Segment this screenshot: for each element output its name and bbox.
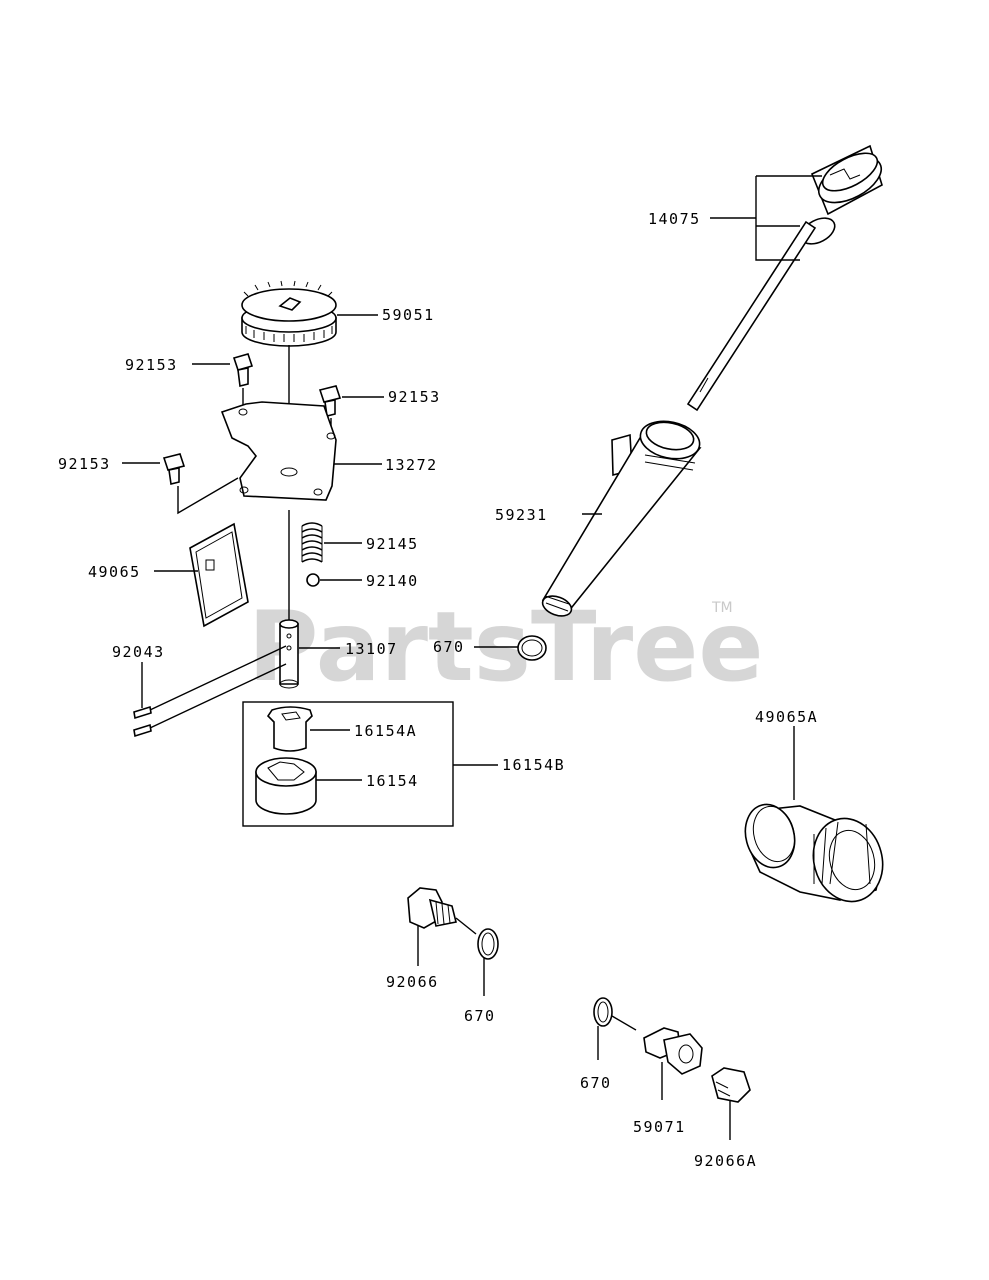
shaft-icon[interactable] bbox=[279, 619, 299, 689]
watermark-trademark: TM bbox=[711, 600, 733, 616]
label-16154B[interactable]: 16154B bbox=[502, 756, 565, 774]
label-14075[interactable]: 14075 bbox=[648, 210, 701, 228]
ball-icon[interactable] bbox=[306, 573, 320, 587]
fitting-icon[interactable] bbox=[643, 1027, 703, 1075]
label-670-bottom[interactable]: 670 bbox=[580, 1074, 612, 1092]
kit-box bbox=[242, 701, 454, 827]
plug-icon[interactable] bbox=[711, 1067, 751, 1103]
bolt-icon[interactable] bbox=[162, 453, 186, 485]
label-670-top[interactable]: 670 bbox=[433, 638, 465, 656]
label-59051[interactable]: 59051 bbox=[382, 306, 435, 324]
cover-plate-icon[interactable] bbox=[220, 401, 337, 501]
gasket-icon[interactable] bbox=[189, 522, 249, 628]
oil-filter-icon[interactable] bbox=[739, 799, 892, 909]
label-49065[interactable]: 49065 bbox=[88, 563, 141, 581]
label-92153-a[interactable]: 92153 bbox=[125, 356, 178, 374]
o-ring-icon[interactable] bbox=[477, 928, 499, 960]
dipstick-tube-icon[interactable] bbox=[540, 416, 703, 619]
label-670-middle[interactable]: 670 bbox=[464, 1007, 496, 1025]
label-92140[interactable]: 92140 bbox=[366, 572, 419, 590]
label-92145[interactable]: 92145 bbox=[366, 535, 419, 553]
label-92153-c[interactable]: 92153 bbox=[58, 455, 111, 473]
label-59071[interactable]: 59071 bbox=[633, 1118, 686, 1136]
label-13107[interactable]: 13107 bbox=[345, 640, 398, 658]
label-16154A[interactable]: 16154A bbox=[354, 722, 417, 740]
bolt-icon[interactable] bbox=[232, 353, 254, 387]
label-49065A[interactable]: 49065A bbox=[755, 708, 818, 726]
label-92066[interactable]: 92066 bbox=[386, 973, 439, 991]
label-16154[interactable]: 16154 bbox=[366, 772, 419, 790]
bolt-icon[interactable] bbox=[318, 385, 342, 417]
label-59231[interactable]: 59231 bbox=[495, 506, 548, 524]
label-92043[interactable]: 92043 bbox=[112, 643, 165, 661]
label-92066A[interactable]: 92066A bbox=[694, 1152, 757, 1170]
label-92153-b[interactable]: 92153 bbox=[388, 388, 441, 406]
pin-icon[interactable] bbox=[133, 705, 152, 738]
o-ring-icon[interactable] bbox=[593, 997, 613, 1027]
drain-plug-icon[interactable] bbox=[407, 887, 457, 929]
label-13272[interactable]: 13272 bbox=[385, 456, 438, 474]
oil-pump-gear-icon[interactable] bbox=[241, 280, 337, 347]
spring-icon[interactable] bbox=[301, 522, 323, 563]
dipstick-icon[interactable] bbox=[686, 144, 888, 412]
inner-rotor-icon[interactable] bbox=[266, 706, 313, 752]
outer-rotor-icon[interactable] bbox=[255, 757, 317, 815]
